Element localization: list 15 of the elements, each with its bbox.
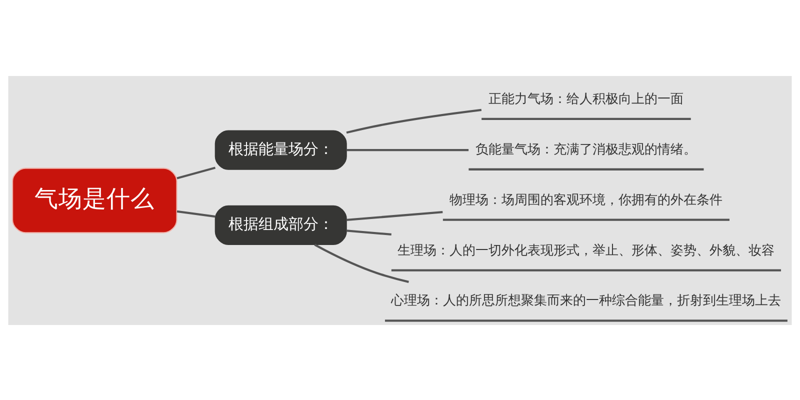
connector — [346, 108, 482, 134]
node-text: 物理场：场周围的客观环境，你拥有的外在条件 — [450, 192, 723, 208]
connector — [346, 148, 469, 151]
connector — [314, 243, 409, 283]
node-text: 心理场：人的所思所想聚集而来的一种综合能量，折射到生理场上去 — [391, 293, 782, 308]
node-box: 根据组成部分： — [214, 204, 347, 245]
connector — [346, 210, 443, 220]
connector — [346, 229, 392, 236]
connector — [176, 166, 216, 179]
node-text: 负能量气场：充满了消极悲观的情绪。 — [476, 142, 697, 157]
node-box: 根据能量场分： — [214, 130, 347, 170]
node-box: 气场是什么 — [12, 167, 178, 233]
node-text: 生理场：人的一切外化表现形式，举止、形体、姿势、外貌、妆容 — [398, 242, 775, 258]
connector — [176, 210, 216, 218]
node-text: 正能力气场：给人积极向上的一面 — [488, 91, 684, 106]
